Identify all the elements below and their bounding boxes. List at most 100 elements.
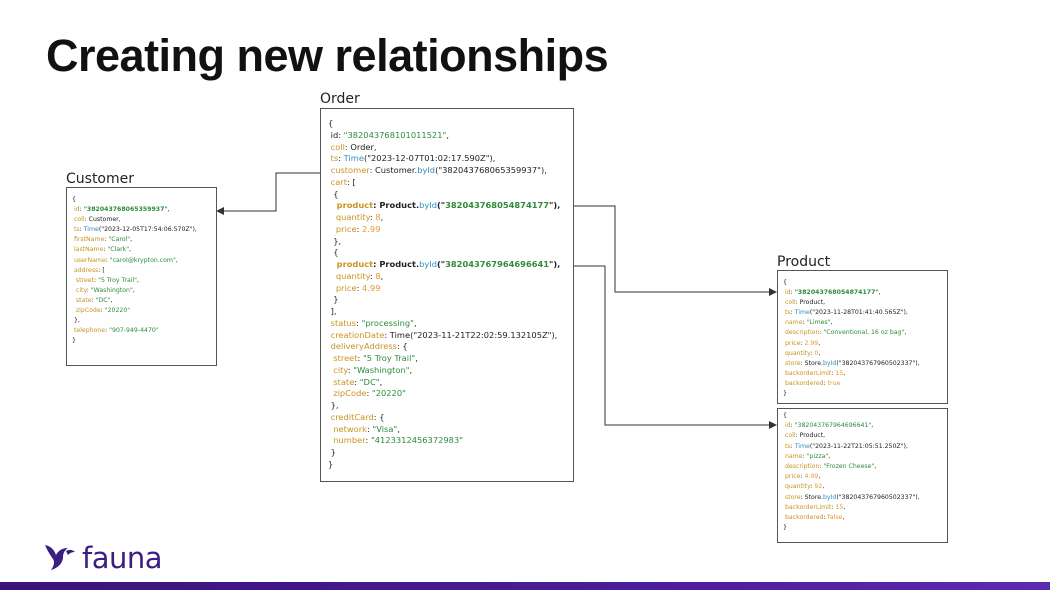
code-token: coll — [72, 216, 85, 224]
order-document: { id: "382043768101011521", coll: Order,… — [320, 108, 574, 482]
code-token: : — [105, 327, 110, 335]
code-token: byId — [419, 200, 437, 211]
code-token: id — [783, 422, 791, 430]
code-line: }, — [328, 236, 560, 248]
code-token: ("2023-12-07T01:02:17.590Z"), — [363, 153, 496, 164]
code-line: zipCode: "20220" — [328, 388, 560, 400]
code-token: creditCard — [328, 411, 374, 422]
code-line: } — [72, 336, 197, 346]
code-token: : — [790, 309, 795, 317]
code-token: byId — [823, 493, 837, 501]
code-token: "5 Troy Trail" — [362, 353, 416, 363]
code-line: { — [328, 118, 560, 130]
code-line: customer: Customer.byId("382043768065359… — [328, 165, 560, 177]
code-token: : — [369, 270, 376, 281]
code-token: : — [104, 236, 109, 244]
footer-bar — [0, 582, 1050, 590]
code-token: byId — [823, 359, 837, 367]
code-token: quantity — [783, 483, 811, 491]
code-token: } — [72, 337, 76, 345]
code-token: }, — [72, 317, 80, 325]
code-token: ], — [328, 306, 337, 316]
code-token: 8 — [375, 212, 381, 222]
code-token: }, — [328, 235, 342, 246]
code-token: : — [366, 423, 373, 434]
code-token: : — [800, 473, 805, 481]
code-token: : — [831, 503, 836, 511]
code-line: network: "Visa", — [328, 424, 560, 436]
code-line: { — [783, 278, 920, 288]
code-token: : { — [397, 341, 408, 352]
code-token: , — [397, 423, 400, 434]
code-line: deliveryAddress: { — [328, 341, 560, 353]
code-token: : — [338, 129, 344, 140]
code-token: } — [328, 447, 336, 457]
code-line: address: [ — [72, 266, 197, 276]
code-token: 4.99 — [362, 282, 381, 293]
code-token: : — [354, 376, 360, 387]
product-limes-lines: { id: "382043768054874177", coll: Produc… — [783, 278, 920, 399]
code-token: : — [103, 246, 108, 254]
code-token: : — [347, 364, 354, 375]
code-token: Time — [83, 226, 99, 234]
code-token: } — [783, 390, 787, 398]
code-token: : — [790, 422, 795, 430]
code-line: state: "DC", — [328, 377, 560, 389]
code-token: state — [328, 376, 355, 387]
code-token: Time — [343, 153, 364, 164]
code-token: : — [86, 286, 91, 294]
code-token: "20220" — [104, 307, 131, 315]
code-token: quantity — [328, 270, 370, 281]
code-token: creationDate — [328, 329, 385, 340]
code-token: number — [328, 435, 366, 446]
code-token: : { — [373, 411, 385, 422]
code-line: street: "5 Troy Trail", — [72, 276, 197, 286]
code-token: price — [328, 282, 357, 293]
code-token: store — [783, 359, 801, 367]
code-token: 15 — [835, 503, 844, 511]
code-line: creationDate: Time("2023-11-21T22:02:59.… — [328, 330, 560, 342]
code-token: "Conventional, 16 oz bag" — [823, 329, 905, 337]
code-line: backordered: true — [783, 379, 920, 389]
code-line: { — [328, 247, 560, 259]
code-token: street — [328, 353, 358, 363]
code-token: : Product. — [373, 200, 420, 211]
code-token: quantity — [328, 212, 370, 222]
code-token: : — [810, 349, 815, 357]
code-token: , — [843, 369, 846, 377]
code-line: number: "4123312456372983" — [328, 435, 560, 447]
code-token: street — [72, 276, 95, 284]
code-token: : — [810, 483, 815, 491]
code-token: : — [800, 339, 805, 347]
code-token: , — [904, 329, 907, 337]
code-token: : Store. — [800, 493, 823, 501]
code-token: "DC" — [359, 376, 380, 387]
customer-label: Customer — [66, 171, 135, 187]
code-token: state — [72, 296, 92, 304]
code-line: quantity: 92, — [783, 482, 920, 492]
code-token: cart — [328, 176, 347, 187]
code-token: : — [91, 296, 96, 304]
code-token: : — [790, 289, 795, 297]
code-token: : — [94, 276, 99, 284]
product-document-limes: { id: "382043768054874177", coll: Produc… — [777, 270, 948, 404]
code-token: 382043767964696641 — [445, 259, 550, 269]
code-token: { — [328, 188, 339, 199]
code-line: }, — [328, 400, 560, 412]
code-token: : — [357, 353, 363, 363]
code-line: status: "processing", — [328, 318, 560, 330]
code-line: price: 4.99, — [783, 472, 920, 482]
code-line: ts: Time("2023-12-05T17:54:06.570Z"), — [72, 225, 197, 235]
code-line: zipCode: "20220" — [72, 306, 197, 316]
code-token: coll — [783, 432, 796, 440]
code-line: description: "Conventional, 16 oz bag", — [783, 328, 920, 338]
code-line: product: Product.byId("38204376796469664… — [328, 259, 561, 271]
code-line: price: 4.99 — [328, 283, 560, 295]
code-token: : Product. — [373, 259, 420, 269]
code-line: name: "Limes", — [783, 318, 920, 328]
code-token: : Product, — [795, 299, 826, 307]
code-token: { — [328, 247, 339, 258]
code-token: (" — [437, 259, 446, 269]
product-label: Product — [777, 254, 831, 270]
code-token: description — [783, 463, 820, 471]
